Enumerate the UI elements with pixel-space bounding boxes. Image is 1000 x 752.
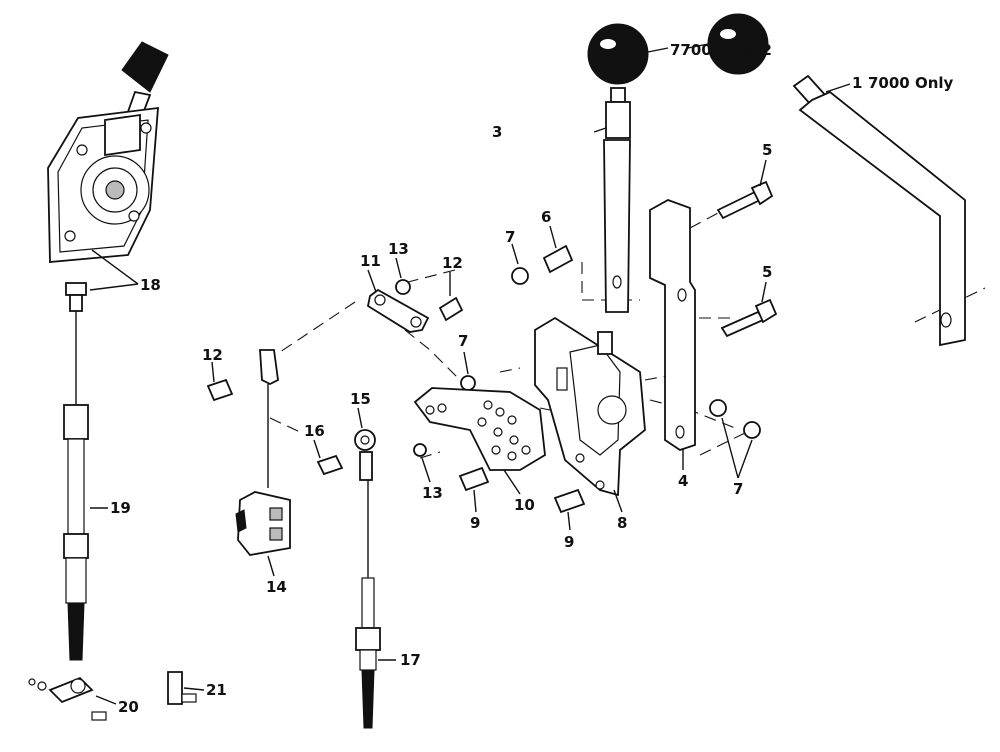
callout-7-mid: 7 (458, 332, 468, 350)
callout-15: 15 (350, 390, 371, 408)
callout-6: 6 (541, 208, 551, 226)
callout-13-lower: 13 (422, 484, 443, 502)
callout-7-right: 7 (733, 480, 743, 498)
callout-10: 10 (514, 496, 535, 514)
clamp-part-21 (167, 671, 197, 705)
callout-19: 19 (110, 499, 131, 517)
callout-9-right: 9 (564, 533, 574, 551)
callout-1-note: 7000 Only (868, 74, 954, 92)
callout-1: 1 (852, 74, 862, 92)
link-part-11 (366, 288, 430, 333)
bolts-part-5 (716, 180, 778, 338)
rod-end-cable-15-17 (316, 429, 381, 729)
bolts-part-12 (206, 296, 464, 402)
leader-lines (89, 43, 851, 705)
fasteners-6-7 (460, 244, 761, 439)
callout-18: 18 (140, 276, 161, 294)
callout-8: 8 (617, 514, 627, 532)
plate-part-10 (413, 387, 546, 471)
fasteners-9-13 (395, 279, 586, 514)
callout-12-left: 12 (202, 346, 223, 364)
callout-21: 21 (206, 681, 227, 699)
callout-labels: 7700 Only-2 1 7000 Only 3 5 5 6 7 7 7 4 … (110, 41, 954, 716)
callout-11: 11 (360, 252, 381, 270)
callout-5-upper: 5 (762, 141, 772, 159)
control-head-assembly (47, 41, 169, 661)
rod-block-part-14 (235, 349, 291, 556)
callout-13-upper: 13 (388, 240, 409, 258)
callout-7-upper: 7 (505, 228, 515, 246)
callout-9-left: 9 (470, 514, 480, 532)
clamp-part-20 (28, 676, 107, 721)
knobs-and-levers (587, 13, 966, 347)
bracket-part-8 (534, 316, 646, 497)
bracket-part-4 (649, 199, 696, 451)
callout-20: 20 (118, 698, 139, 716)
callout-14: 14 (266, 578, 287, 596)
callout-3: 7700 Only-2 (670, 41, 772, 59)
callout-5-lower: 5 (762, 263, 772, 281)
callout-16: 16 (304, 422, 325, 440)
callout-12-upper: 12 (442, 254, 463, 272)
callout-2: 3 (492, 123, 502, 141)
callout-17: 17 (400, 651, 421, 669)
callout-4: 4 (678, 472, 688, 490)
